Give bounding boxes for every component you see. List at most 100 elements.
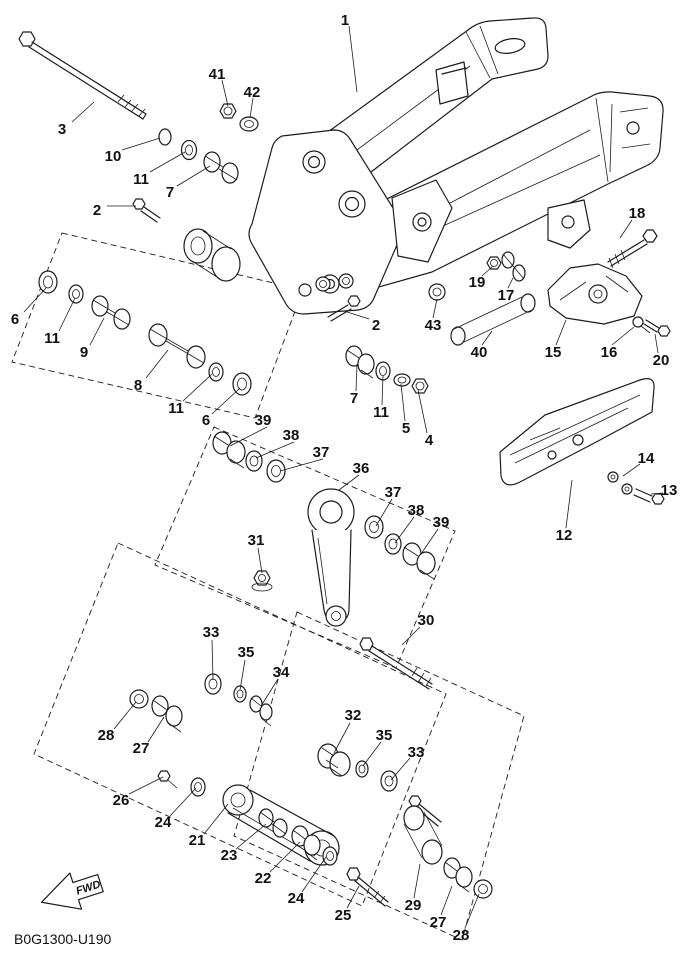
bolt-18-shaft bbox=[607, 239, 648, 267]
callout-26: 26 bbox=[113, 792, 130, 809]
washer-24-right-inner bbox=[326, 851, 334, 861]
callout-36: 36 bbox=[353, 460, 370, 477]
washer-11-a-inner bbox=[72, 289, 80, 299]
callout-31: 31 bbox=[248, 532, 265, 549]
bushing-22-b bbox=[303, 834, 321, 856]
bolt-2-upper-head bbox=[132, 198, 146, 210]
washer-11-top-inner bbox=[185, 144, 193, 156]
screw-16-shaft bbox=[640, 325, 651, 334]
relay-arm-36-eye-bottom-inner bbox=[331, 611, 341, 621]
pivot-bolt-shaft bbox=[28, 41, 147, 120]
bolt-2-upper-shaft bbox=[140, 206, 161, 223]
tensioner-15 bbox=[547, 263, 643, 325]
relay-arm-group bbox=[212, 431, 436, 690]
bolt-25-shaft bbox=[354, 876, 389, 907]
pivot-collar-end-b bbox=[211, 246, 241, 282]
callout-6b: 6 bbox=[202, 412, 210, 429]
swingarm-axle-hole bbox=[626, 121, 640, 135]
pivot-collar-body bbox=[191, 230, 232, 280]
collar-40-body bbox=[451, 296, 535, 343]
grouping-boxes bbox=[11, 232, 525, 941]
screw-16 bbox=[632, 316, 644, 328]
callout-19: 19 bbox=[469, 274, 486, 291]
callout-30: 30 bbox=[418, 612, 435, 629]
collar-29-b bbox=[421, 839, 443, 865]
chain-guide-hole-a bbox=[572, 434, 584, 446]
callout-38: 38 bbox=[283, 427, 300, 444]
washer-42 bbox=[239, 116, 259, 132]
callout-13: 13 bbox=[661, 482, 678, 499]
chain-guide-hole-b bbox=[547, 450, 557, 460]
washer-43-c-inner bbox=[432, 287, 442, 297]
collar-29-body bbox=[403, 811, 443, 859]
callout-24b: 24 bbox=[288, 890, 305, 907]
collar-8-body bbox=[149, 328, 205, 364]
bushing-7-mid-body bbox=[346, 349, 374, 379]
bushing-27-left-a bbox=[151, 695, 169, 717]
callout-40: 40 bbox=[471, 344, 488, 361]
collar-29-a bbox=[403, 805, 425, 831]
pivot-boss-inner bbox=[344, 196, 360, 212]
chain-guide-group bbox=[499, 378, 665, 505]
callout-33: 33 bbox=[203, 624, 220, 641]
washer-33-right bbox=[380, 770, 398, 792]
diagram-code: B0G1300-U190 bbox=[14, 931, 112, 947]
callout-8: 8 bbox=[134, 377, 142, 394]
group-box-link-left bbox=[33, 542, 447, 907]
pivot-shaft-group bbox=[18, 31, 259, 282]
nut-41-hole bbox=[223, 106, 233, 116]
seal-38-left bbox=[245, 450, 263, 472]
seal-38-right-inner bbox=[388, 538, 398, 550]
bolt-18-head bbox=[642, 229, 658, 243]
screw-14-b bbox=[621, 483, 633, 495]
callout-35b: 35 bbox=[376, 727, 393, 744]
callout-42: 42 bbox=[244, 84, 261, 101]
washer-33-right-inner bbox=[384, 775, 394, 787]
ring-28-left-inner bbox=[134, 694, 144, 704]
nut-4-hole bbox=[415, 381, 425, 391]
callout-21: 21 bbox=[189, 832, 206, 849]
bushing-39-left-b bbox=[226, 440, 246, 464]
ring-28-left bbox=[129, 689, 149, 709]
tensioner-15-hole bbox=[588, 284, 608, 304]
bolt-26-head bbox=[157, 770, 171, 782]
link-rod-group bbox=[129, 673, 493, 907]
swingarm-small-bracket bbox=[547, 199, 591, 249]
callout-41: 41 bbox=[209, 66, 226, 83]
bushing-27-right-body bbox=[444, 861, 470, 893]
callout-25: 25 bbox=[335, 907, 352, 924]
washer-10 bbox=[158, 128, 172, 146]
washer-42-inner bbox=[244, 120, 254, 128]
callout-12: 12 bbox=[556, 527, 573, 544]
swingarm-right-arm-edges bbox=[349, 97, 651, 269]
washer-43-a bbox=[315, 276, 331, 292]
callout-17: 17 bbox=[498, 287, 515, 304]
pivot-collar-hole bbox=[190, 236, 206, 256]
callout-16: 16 bbox=[601, 344, 618, 361]
callout-20: 20 bbox=[653, 352, 670, 369]
callout-29: 29 bbox=[405, 897, 422, 914]
collar-17-body bbox=[502, 253, 525, 280]
callout-11: 11 bbox=[133, 171, 149, 188]
callout-11b: 11 bbox=[44, 330, 60, 347]
conn-rod-21-eye-a bbox=[222, 784, 254, 816]
bolt-18-threads bbox=[608, 249, 626, 269]
bushing-27-left-b bbox=[165, 705, 183, 727]
pivot-boss-outer bbox=[338, 190, 366, 218]
collar-23-b bbox=[272, 818, 288, 838]
pivot-bolt-head bbox=[18, 31, 36, 47]
bushing-27-left-body bbox=[152, 699, 182, 733]
callout-2b: 2 bbox=[372, 317, 380, 334]
bolt-30-threads bbox=[411, 667, 432, 687]
bolt-25-threads bbox=[373, 890, 386, 904]
callout-28b: 28 bbox=[453, 927, 470, 944]
bushing-39-left-body bbox=[213, 435, 245, 469]
bracket-hole bbox=[412, 212, 432, 232]
callout-39b: 39 bbox=[433, 514, 450, 531]
callout-7: 7 bbox=[166, 184, 174, 201]
bolt-26-shaft bbox=[167, 779, 178, 789]
washer-11-b bbox=[208, 362, 224, 382]
nut-19 bbox=[486, 256, 502, 270]
bushing-6-a-inner bbox=[43, 275, 53, 289]
swingarm-end-slot bbox=[494, 38, 526, 54]
